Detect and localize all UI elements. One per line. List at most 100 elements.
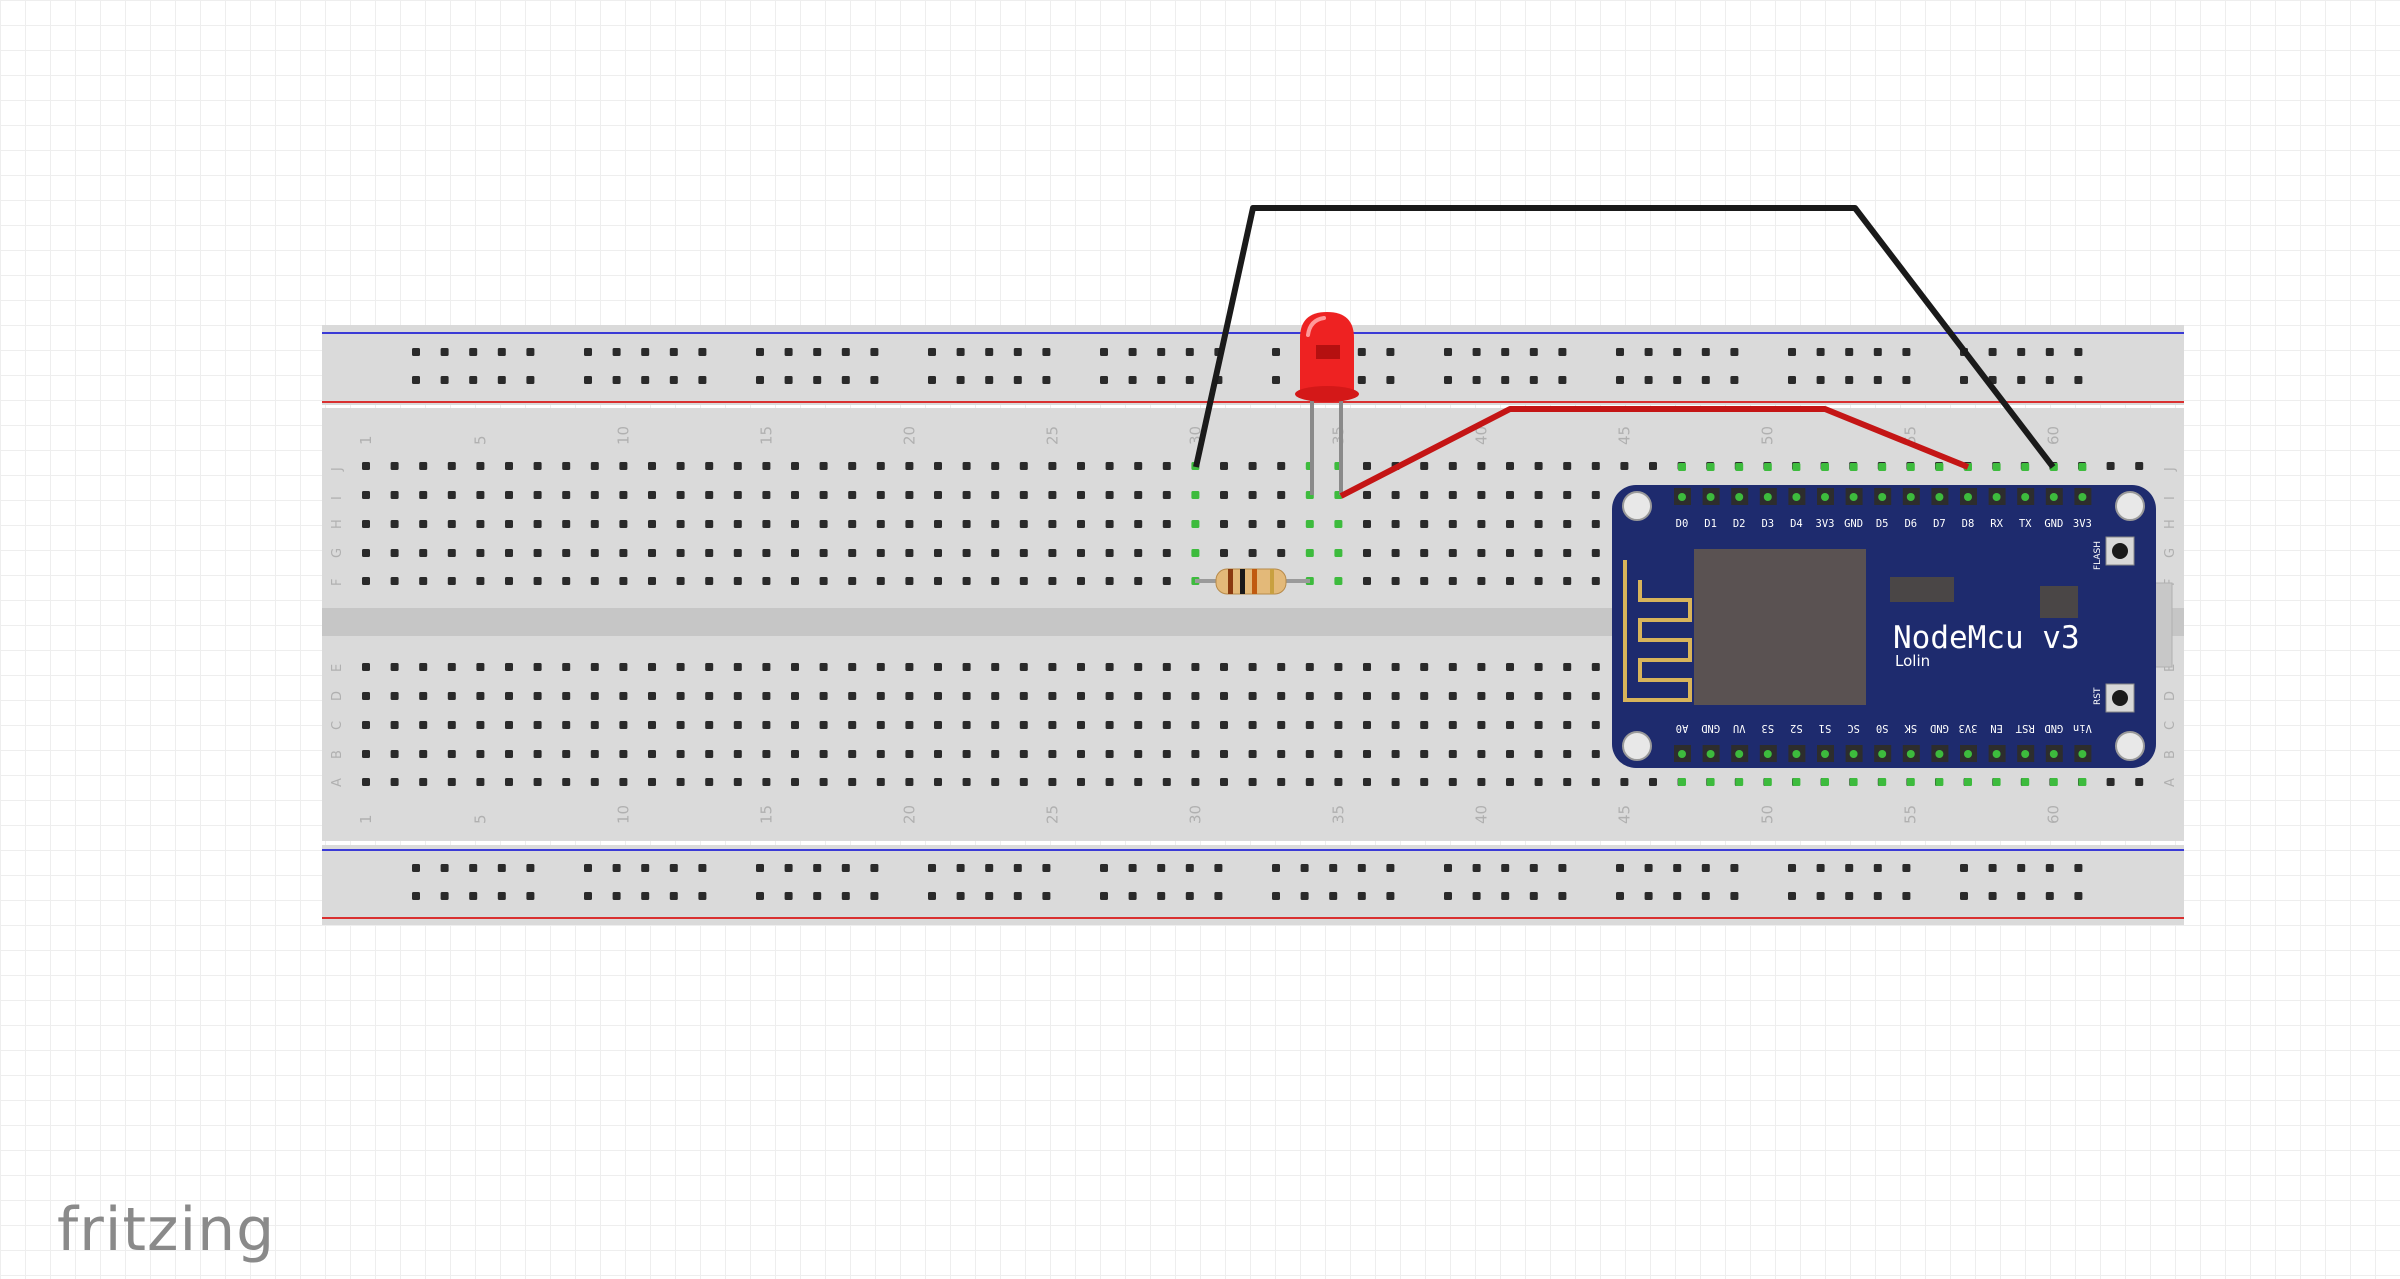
breadboard-hole[interactable] bbox=[762, 721, 771, 729]
breadboard-hole[interactable] bbox=[1649, 778, 1657, 786]
rail-hole[interactable] bbox=[641, 864, 650, 872]
breadboard-hole[interactable] bbox=[905, 577, 914, 585]
breadboard-hole[interactable] bbox=[648, 577, 656, 585]
rail-hole[interactable] bbox=[870, 348, 879, 356]
rail-hole[interactable] bbox=[1444, 892, 1452, 900]
rail-hole[interactable] bbox=[1644, 376, 1653, 384]
rail-hole[interactable] bbox=[1644, 892, 1653, 900]
breadboard-hole[interactable] bbox=[991, 692, 1000, 700]
breadboard-hole[interactable] bbox=[1134, 663, 1143, 671]
breadboard-hole[interactable] bbox=[1448, 721, 1457, 729]
breadboard-hole[interactable] bbox=[1506, 778, 1514, 786]
breadboard-hole[interactable] bbox=[362, 721, 370, 729]
rail-hole[interactable] bbox=[1673, 348, 1682, 356]
breadboard-hole[interactable] bbox=[962, 462, 971, 470]
breadboard-hole[interactable] bbox=[1448, 462, 1457, 470]
breadboard-hole[interactable] bbox=[819, 778, 828, 786]
rail-hole[interactable] bbox=[1529, 348, 1538, 356]
breadboard-hole[interactable] bbox=[733, 491, 742, 499]
breadboard-hole[interactable] bbox=[1363, 663, 1371, 671]
breadboard-hole[interactable] bbox=[1363, 577, 1371, 585]
breadboard-hole[interactable] bbox=[1477, 549, 1486, 557]
rail-hole[interactable] bbox=[1214, 892, 1223, 900]
rail-hole[interactable] bbox=[1616, 376, 1624, 384]
rail-hole[interactable] bbox=[2074, 348, 2083, 356]
breadboard-hole[interactable] bbox=[1534, 778, 1543, 786]
breadboard-hole[interactable] bbox=[934, 663, 942, 671]
breadboard-hole[interactable] bbox=[905, 520, 914, 528]
breadboard-hole[interactable] bbox=[2135, 462, 2144, 470]
breadboard-hole[interactable] bbox=[1506, 462, 1514, 470]
rail-hole[interactable] bbox=[641, 892, 650, 900]
breadboard-hole[interactable] bbox=[619, 462, 628, 470]
breadboard-hole[interactable] bbox=[1134, 778, 1143, 786]
breadboard-hole[interactable] bbox=[1391, 491, 1400, 499]
rail-hole[interactable] bbox=[584, 892, 592, 900]
rail-hole[interactable] bbox=[784, 864, 793, 872]
breadboard-hole[interactable] bbox=[390, 663, 399, 671]
breadboard-hole[interactable] bbox=[962, 721, 971, 729]
breadboard-hole[interactable] bbox=[390, 520, 399, 528]
breadboard-hole[interactable] bbox=[1506, 549, 1514, 557]
breadboard-hole[interactable] bbox=[1506, 577, 1514, 585]
breadboard-hole[interactable] bbox=[1477, 577, 1486, 585]
breadboard-hole[interactable] bbox=[1477, 778, 1486, 786]
rail-hole[interactable] bbox=[784, 376, 793, 384]
breadboard-hole[interactable] bbox=[619, 520, 628, 528]
breadboard-hole[interactable] bbox=[390, 462, 399, 470]
rail-hole[interactable] bbox=[1185, 864, 1194, 872]
breadboard-hole[interactable] bbox=[1534, 750, 1543, 758]
breadboard-hole[interactable] bbox=[1534, 577, 1543, 585]
breadboard-hole[interactable] bbox=[1162, 750, 1171, 758]
breadboard-hole[interactable] bbox=[1048, 663, 1057, 671]
rail-hole[interactable] bbox=[440, 348, 449, 356]
breadboard-hole[interactable] bbox=[590, 462, 599, 470]
breadboard-hole[interactable] bbox=[1363, 721, 1371, 729]
rail-hole[interactable] bbox=[469, 376, 478, 384]
breadboard-hole[interactable] bbox=[762, 750, 771, 758]
rail-hole[interactable] bbox=[1902, 892, 1911, 900]
breadboard-hole[interactable] bbox=[1591, 520, 1600, 528]
breadboard-hole[interactable] bbox=[934, 520, 942, 528]
rail-hole[interactable] bbox=[469, 348, 478, 356]
rail-hole[interactable] bbox=[584, 348, 592, 356]
breadboard-hole[interactable] bbox=[590, 778, 599, 786]
breadboard-hole[interactable] bbox=[447, 692, 456, 700]
resistor[interactable] bbox=[1195, 568, 1310, 595]
breadboard-hole[interactable] bbox=[505, 462, 513, 470]
breadboard-hole[interactable] bbox=[590, 549, 599, 557]
breadboard-hole[interactable] bbox=[1048, 778, 1057, 786]
breadboard-hole[interactable] bbox=[1105, 577, 1114, 585]
rail-hole[interactable] bbox=[985, 864, 994, 872]
breadboard-hole[interactable] bbox=[848, 663, 857, 671]
breadboard-hole[interactable] bbox=[562, 462, 571, 470]
rail-hole[interactable] bbox=[1357, 892, 1366, 900]
breadboard-hole[interactable] bbox=[962, 778, 971, 786]
rail-hole[interactable] bbox=[612, 892, 621, 900]
breadboard-hole[interactable] bbox=[762, 577, 771, 585]
rail-hole[interactable] bbox=[1788, 864, 1796, 872]
breadboard-hole[interactable] bbox=[733, 721, 742, 729]
rail-hole[interactable] bbox=[1816, 376, 1825, 384]
rail-hole[interactable] bbox=[1558, 892, 1567, 900]
breadboard-hole[interactable] bbox=[1563, 778, 1572, 786]
breadboard-hole[interactable] bbox=[419, 721, 428, 729]
rail-hole[interactable] bbox=[1673, 376, 1682, 384]
breadboard-hole[interactable] bbox=[848, 778, 857, 786]
rail-hole[interactable] bbox=[1013, 864, 1022, 872]
rail-hole[interactable] bbox=[1701, 864, 1710, 872]
breadboard-hole[interactable] bbox=[1134, 750, 1143, 758]
rail-hole[interactable] bbox=[956, 892, 965, 900]
rail-hole[interactable] bbox=[1788, 376, 1796, 384]
breadboard-hole[interactable] bbox=[1448, 577, 1457, 585]
rail-hole[interactable] bbox=[985, 348, 994, 356]
rail-hole[interactable] bbox=[2074, 892, 2083, 900]
breadboard-hole[interactable] bbox=[1305, 778, 1314, 786]
breadboard-hole[interactable] bbox=[619, 549, 628, 557]
rail-hole[interactable] bbox=[1845, 892, 1854, 900]
breadboard-hole[interactable] bbox=[762, 462, 771, 470]
breadboard-hole[interactable] bbox=[1305, 721, 1314, 729]
rail-hole[interactable] bbox=[526, 864, 535, 872]
breadboard-hole[interactable] bbox=[1077, 721, 1085, 729]
breadboard-hole[interactable] bbox=[905, 462, 914, 470]
